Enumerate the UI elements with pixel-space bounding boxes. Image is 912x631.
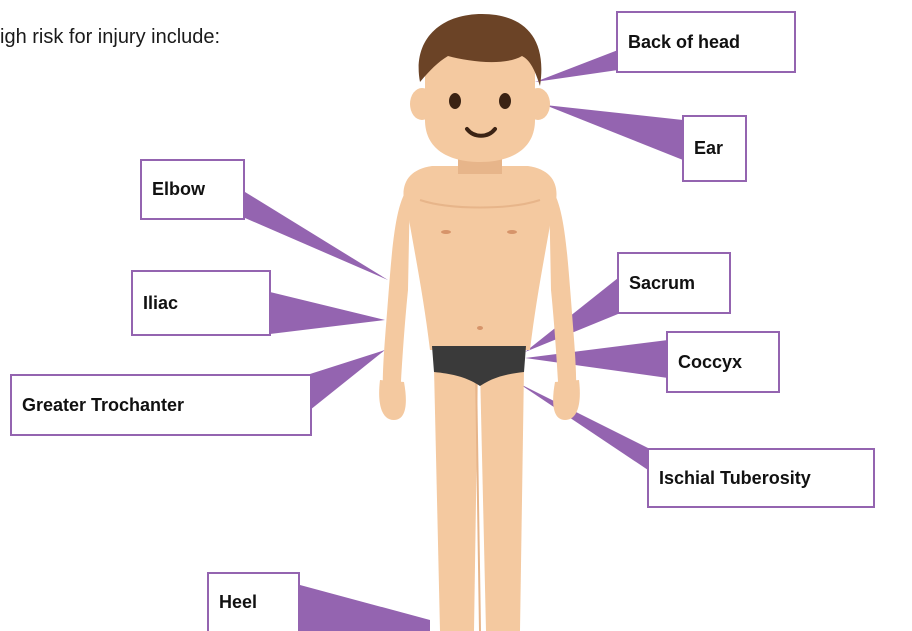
pointer-greater-trochanter <box>310 350 385 410</box>
label-greater-trochanter-text: Greater Trochanter <box>22 395 184 416</box>
pointer-back-of-head <box>535 50 618 82</box>
torso <box>403 166 556 350</box>
pointer-ischial-tuberosity <box>518 383 648 470</box>
label-greater-trochanter: Greater Trochanter <box>10 374 312 436</box>
label-coccyx: Coccyx <box>666 331 780 393</box>
intro-text: igh risk for injury include: <box>0 26 220 49</box>
label-sacrum-text: Sacrum <box>629 273 695 294</box>
head <box>410 14 550 162</box>
legs <box>434 368 524 631</box>
label-iliac: Iliac <box>131 270 271 336</box>
pointer-coccyx <box>525 340 668 378</box>
pointer-iliac <box>270 292 385 334</box>
pointer-heel <box>300 585 430 631</box>
pointer-elbow <box>245 192 388 280</box>
label-sacrum: Sacrum <box>617 252 731 314</box>
label-coccyx-text: Coccyx <box>678 352 742 373</box>
label-back-of-head-text: Back of head <box>628 32 740 53</box>
label-ear: Ear <box>682 115 747 182</box>
label-ischial-tuberosity: Ischial Tuberosity <box>647 448 875 508</box>
label-back-of-head: Back of head <box>616 11 796 73</box>
label-elbow-text: Elbow <box>152 179 205 200</box>
label-heel: Heel <box>207 572 300 631</box>
label-ear-text: Ear <box>694 138 723 159</box>
pointer-ear <box>545 105 683 160</box>
label-elbow: Elbow <box>140 159 245 220</box>
label-iliac-text: Iliac <box>143 293 178 314</box>
label-ischial-tuberosity-text: Ischial Tuberosity <box>659 468 811 489</box>
label-heel-text: Heel <box>219 592 257 613</box>
